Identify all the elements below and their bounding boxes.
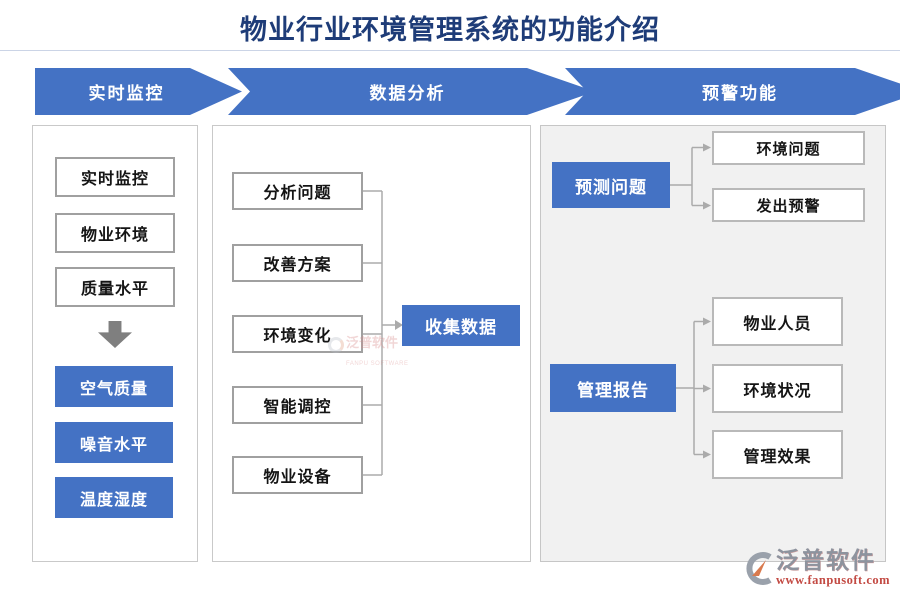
flow-step-label: 数据分析	[369, 84, 446, 103]
analysis-source-box: 环境变化	[232, 315, 363, 353]
report-target-box: 物业人员	[712, 297, 843, 346]
vendor-logo-icon	[746, 552, 772, 585]
predict-source-box: 预测问题	[552, 162, 670, 208]
vendor-logo-url: www.fanpusoft.com	[776, 573, 891, 587]
report-target-box: 管理效果	[712, 430, 843, 479]
analysis-source-box: 分析问题	[232, 172, 363, 210]
predict-target-box: 环境问题	[712, 131, 865, 165]
analysis-source-box: 物业设备	[232, 456, 363, 494]
flow-step-label: 预警功能	[702, 84, 778, 103]
flow-step-warning-function: 预警功能	[565, 68, 900, 115]
predict-target-box: 发出预警	[712, 188, 865, 222]
vendor-logo-name: 泛普软件	[776, 548, 876, 573]
monitor-metric-box: 温度湿度	[55, 477, 173, 518]
title-divider	[0, 50, 900, 51]
flow-step-data-analysis: 数据分析	[228, 68, 595, 115]
monitor-metric-box: 噪音水平	[55, 422, 173, 463]
report-target-box: 环境状况	[712, 364, 843, 413]
flow-step-label: 实时监控	[88, 84, 165, 103]
report-source-box: 管理报告	[550, 364, 676, 412]
monitor-item-box: 实时监控	[55, 157, 175, 197]
flow-step-realtime-monitoring: 实时监控	[35, 68, 242, 115]
collect-data-box: 收集数据	[402, 305, 520, 346]
analysis-source-box: 改善方案	[232, 244, 363, 282]
monitor-metric-box: 空气质量	[55, 366, 173, 407]
vendor-logo: 泛普软件 www.fanpusoft.com	[742, 549, 890, 587]
monitor-item-box: 物业环境	[55, 213, 175, 253]
analysis-source-box: 智能调控	[232, 386, 363, 424]
page-title: 物业行业环境管理系统的功能介绍	[240, 15, 660, 45]
monitor-item-box: 质量水平	[55, 267, 175, 307]
